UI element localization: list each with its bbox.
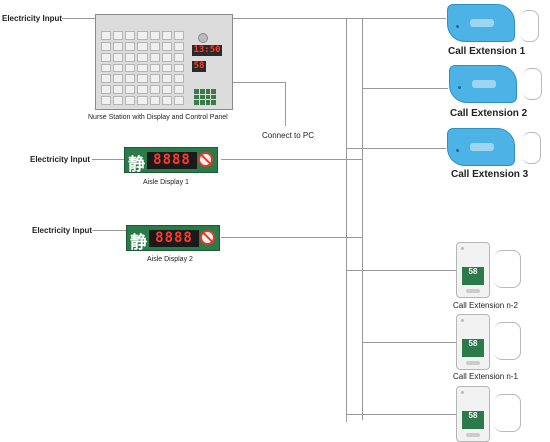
cord-icon	[523, 68, 542, 100]
wire-aisle-1	[221, 159, 362, 160]
call-extension-1-device	[447, 4, 515, 42]
electricity-input-label-panel: Electricity Input	[2, 14, 63, 23]
aisle-digits: 8888	[149, 230, 199, 247]
wire-aisle-2	[221, 237, 362, 238]
control-keypad	[194, 89, 216, 105]
cord-icon	[520, 10, 539, 42]
call-extension-2-label: Call Extension 2	[450, 108, 528, 119]
wire-pc-h	[233, 82, 285, 83]
bed-indicator-grid	[101, 31, 184, 105]
aisle-display-2-caption: Aisle Display 2	[147, 256, 193, 263]
aisle-display-1: 静 8888	[124, 147, 218, 175]
aisle-digits: 8888	[147, 152, 197, 169]
wire-power-aisle-2	[92, 230, 126, 231]
call-extension-3-label: Call Extension 3	[451, 169, 529, 180]
number-display: 58	[192, 61, 206, 72]
call-extension-n2-device: 58	[456, 242, 490, 298]
quiet-character: 静	[128, 155, 145, 175]
wire-power-panel	[62, 18, 95, 19]
call-extension-n1-device: 58	[456, 314, 490, 370]
wire-ext-3	[346, 148, 446, 149]
call-extension-n-device: 58	[456, 386, 490, 442]
cord-icon	[494, 250, 521, 288]
electricity-input-label-aisle-1: Electricity Input	[30, 155, 91, 164]
speaker-icon	[198, 33, 208, 43]
connect-pc-label: Connect to PC	[262, 131, 315, 140]
cord-icon	[494, 394, 521, 432]
call-extension-1-label: Call Extension 1	[448, 46, 526, 57]
nurse-station-caption: Nurse Station with Display and Control P…	[88, 114, 228, 121]
wire-main-bus	[346, 18, 347, 422]
cord-icon	[522, 132, 541, 164]
wire-power-aisle-1	[92, 159, 124, 160]
call-extension-3-device	[447, 128, 515, 166]
extension-number: 58	[462, 339, 484, 357]
wire-pc-v	[285, 82, 286, 126]
no-noise-icon	[198, 152, 213, 167]
aisle-display-2: 静 8888	[126, 225, 220, 253]
call-extension-2-device	[449, 65, 517, 103]
wire-ext-2	[362, 88, 448, 89]
call-extension-n2-label: Call Extension n-2	[453, 301, 518, 310]
extension-number: 58	[462, 267, 484, 285]
call-extension-n1-label: Call Extension n-1	[453, 372, 518, 381]
panel-header-strip	[121, 18, 191, 25]
wire-ext-n2	[346, 270, 456, 271]
electricity-input-label-aisle-2: Electricity Input	[32, 226, 93, 235]
wire-panel-top	[233, 18, 446, 19]
cord-icon	[494, 322, 521, 360]
no-noise-icon	[200, 230, 215, 245]
wire-ext-n1	[362, 342, 456, 343]
extension-number: 58	[462, 411, 484, 429]
wire-ext-n	[346, 414, 456, 415]
time-display: 13:50	[192, 45, 222, 56]
nurse-station-panel: 13:50 58	[95, 14, 233, 110]
quiet-character: 静	[130, 233, 147, 253]
wire-bus-2	[362, 18, 363, 420]
aisle-display-1-caption: Aisle Display 1	[143, 179, 189, 186]
